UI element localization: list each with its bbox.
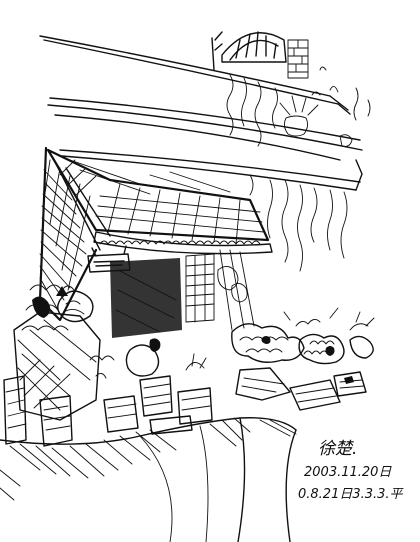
signature-name: 徐楚. (318, 439, 357, 459)
ground-hatching (0, 418, 296, 500)
central-planters (104, 338, 212, 434)
signature-date-line-2: 0.8.21日3.3.3.平 (298, 487, 405, 502)
tiled-roof (48, 150, 272, 254)
overhead-beams (40, 36, 362, 190)
artist-signature: 徐楚. 2003.11.20日 0.8.21日3.3.3.平 (298, 439, 405, 502)
left-shrubs (4, 286, 114, 446)
dark-doorway (110, 250, 254, 338)
brick-chimney (288, 40, 338, 95)
hanging-sign (88, 246, 130, 272)
foreground-path (0, 418, 296, 542)
fern-plant (280, 96, 352, 146)
signature-date-line-1: 2003.11.20日 (304, 465, 392, 480)
left-wall (22, 148, 96, 330)
arched-window (212, 32, 286, 70)
right-garden (232, 308, 374, 410)
hanging-vines (227, 75, 370, 271)
